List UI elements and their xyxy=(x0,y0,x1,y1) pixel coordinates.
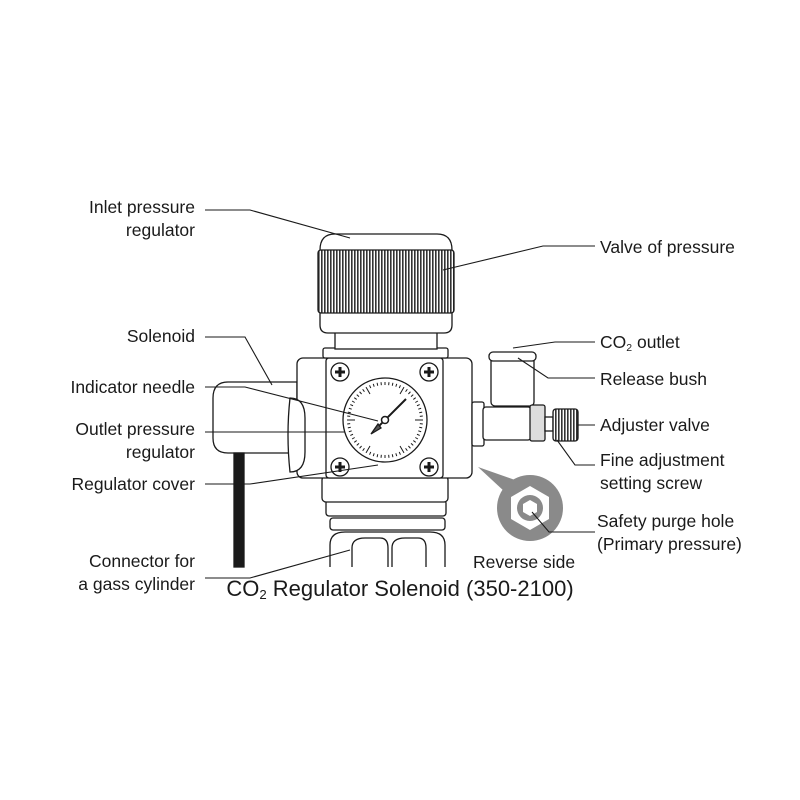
gauge-tick xyxy=(415,437,419,440)
cylinder-connector xyxy=(329,531,446,567)
gauge-tick xyxy=(418,430,422,433)
gauge-tick xyxy=(356,443,360,446)
gauge-tick xyxy=(413,440,417,443)
nut xyxy=(529,404,546,442)
adjuster-valve xyxy=(552,408,579,442)
gauge-tick xyxy=(359,445,362,449)
lower-body xyxy=(321,475,449,503)
screw-icon xyxy=(330,457,350,477)
gauge-tick xyxy=(408,391,411,395)
gauge-tick xyxy=(353,440,357,443)
gauge-tick xyxy=(353,397,357,400)
gauge-tick xyxy=(347,426,351,429)
gauge-tick xyxy=(398,451,401,455)
gauge-tick xyxy=(347,411,351,414)
valve-knurl xyxy=(317,249,455,314)
gauge-tick xyxy=(416,433,420,436)
side-ring xyxy=(471,401,485,447)
screw-icon xyxy=(330,362,350,382)
gauge-tick xyxy=(376,382,379,386)
solenoid xyxy=(212,381,298,454)
screw-icon xyxy=(419,362,439,382)
label-indicator-needle: Indicator needle xyxy=(70,377,195,397)
gauge-tick xyxy=(405,388,408,392)
gauge-tick xyxy=(395,383,398,387)
gauge-tick xyxy=(415,400,419,403)
gauge-tick xyxy=(348,430,352,433)
gauge-tick xyxy=(410,443,414,446)
release-bush xyxy=(488,351,537,362)
label-release-bush: Release bush xyxy=(600,369,708,389)
label-safety-purge-hole: Safety purge hole(Primary pressure) xyxy=(597,511,742,554)
diagram-caption: CO2 Regulator Solenoid (350-2100) xyxy=(226,576,574,602)
gauge-tick xyxy=(372,453,375,457)
gauge-tick xyxy=(398,385,401,389)
gauge-tick xyxy=(365,386,371,395)
label-co2-outlet: CO2 outlet xyxy=(600,332,680,354)
gauge-tick xyxy=(405,448,408,452)
gauge-tick xyxy=(356,394,360,397)
gauge-tick xyxy=(419,426,423,429)
reverse-side-view xyxy=(478,467,563,541)
screw-icon xyxy=(419,457,439,477)
gauge-tick xyxy=(416,404,420,407)
gauge-tick xyxy=(418,407,422,410)
gauge-tick xyxy=(365,445,371,454)
gauge-tick xyxy=(399,445,405,454)
gauge-tick xyxy=(391,382,394,386)
leader-lines xyxy=(205,209,595,579)
release-bush-body xyxy=(490,355,535,407)
gauge-tick xyxy=(408,445,411,449)
outlet-pipe xyxy=(482,406,532,441)
gauge-tick xyxy=(351,400,355,403)
gauge-tick xyxy=(362,388,365,392)
gauge-tick xyxy=(351,437,355,440)
label-regulator-cover: Regulator cover xyxy=(71,474,195,494)
gauge-tick xyxy=(376,454,379,458)
gauge-tick xyxy=(410,394,414,397)
gauge-tick xyxy=(372,383,375,387)
label-valve-of-pressure: Valve of pressure xyxy=(600,237,735,257)
gauge-tick xyxy=(362,448,365,452)
gauge-tick xyxy=(348,407,352,410)
gauge-tick xyxy=(369,385,372,389)
gauge-tick xyxy=(395,453,398,457)
label-adjuster-valve: Adjuster valve xyxy=(600,415,710,435)
gauge-tick xyxy=(350,433,354,436)
indicator-needle xyxy=(375,398,407,430)
gauge-tick xyxy=(369,451,372,455)
gauge-tick xyxy=(413,397,417,400)
gauge-tick xyxy=(350,404,354,407)
solenoid-wire xyxy=(233,452,245,568)
gauge-tick xyxy=(391,454,394,458)
gauge-tick xyxy=(359,391,362,395)
gauge-tick xyxy=(399,386,405,395)
gauge-tick xyxy=(419,411,423,414)
label-solenoid: Solenoid xyxy=(126,326,195,346)
nut-ring xyxy=(329,517,446,531)
solenoid-cap xyxy=(287,397,306,473)
label-reverse-side: Reverse side xyxy=(473,552,576,572)
